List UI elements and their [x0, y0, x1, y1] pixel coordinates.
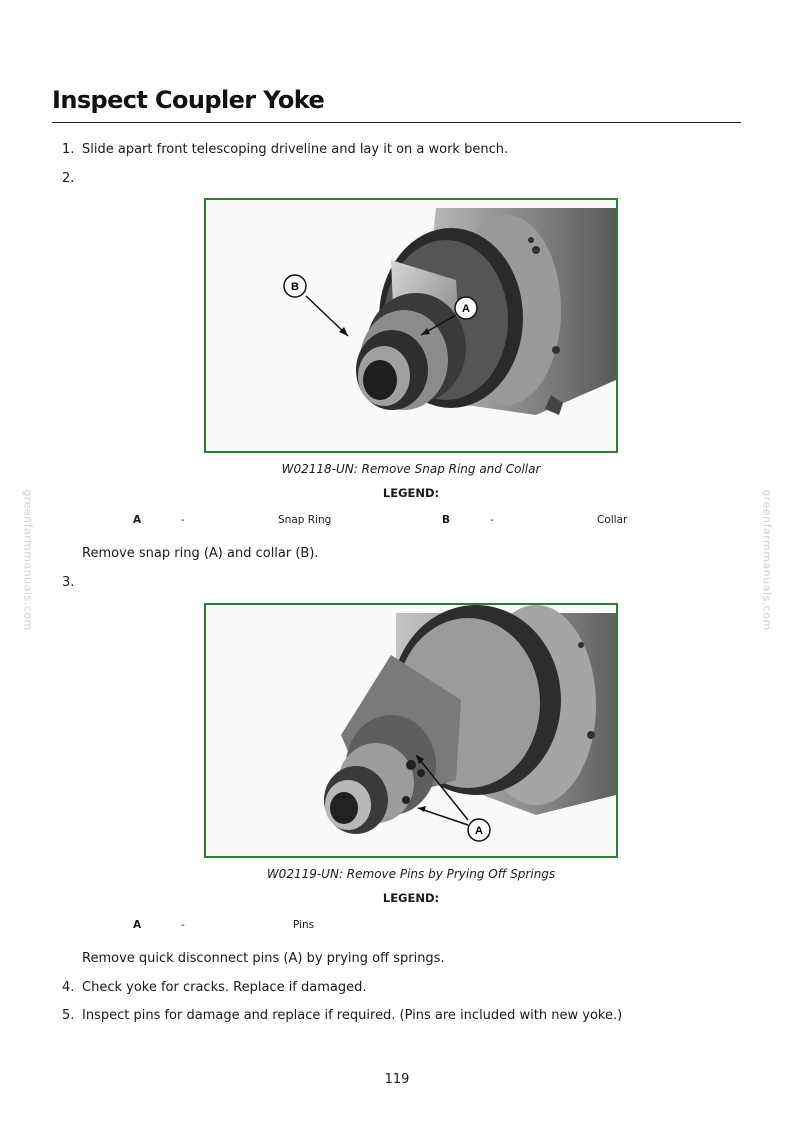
legend-label: Snap Ring — [278, 514, 332, 526]
callout-a-label: A — [475, 825, 483, 837]
step-5: 5. Inspect pins for damage and replace if… — [62, 1007, 622, 1025]
figure-caption: W02119-UN: Remove Pins by Prying Off Spr… — [266, 867, 556, 881]
legend-dash: - — [181, 514, 185, 526]
step-4: 4. Check yoke for cracks. Replace if dama… — [62, 979, 367, 997]
legend-title: LEGEND: — [382, 486, 440, 500]
step-number: 2. — [62, 171, 75, 186]
legend-label: Collar — [597, 514, 628, 526]
step-text: Slide apart front telescoping driveline … — [82, 142, 509, 157]
legend-key: B — [442, 514, 451, 526]
step-instruction: Remove snap ring (A) and collar (B). — [82, 546, 319, 561]
driveline-illustration-2: A — [206, 605, 616, 856]
figure-pins-springs: A — [204, 603, 618, 858]
step-text: Inspect pins for damage and replace if r… — [82, 1008, 623, 1023]
callout-b-label: B — [291, 281, 299, 293]
step-3: 3. — [62, 574, 82, 592]
step-1: 1. Slide apart front telescoping drivelin… — [62, 141, 508, 159]
legend-key: A — [133, 919, 142, 931]
step-instruction: Remove quick disconnect pins (A) by pryi… — [82, 951, 445, 966]
figure-snap-ring-collar: B A — [204, 198, 618, 453]
watermark-right: greenfarmmanuals.com — [760, 489, 774, 631]
legend-dash: - — [490, 514, 494, 526]
callout-a-label: A — [462, 303, 470, 315]
callout-a — [454, 296, 478, 320]
legend-dash: - — [181, 919, 185, 931]
page-number: 119 — [384, 1072, 410, 1087]
step-2: 2. — [62, 170, 82, 188]
step-number: 4. — [62, 980, 75, 995]
step-text: Check yoke for cracks. Replace if damage… — [82, 980, 367, 995]
driveline-illustration-1: B A — [206, 200, 616, 451]
step-number: 5. — [62, 1008, 75, 1023]
legend-title: LEGEND: — [382, 891, 440, 905]
legend-key: A — [133, 514, 142, 526]
step-number: 1. — [62, 142, 75, 157]
title-divider — [52, 122, 741, 123]
callout-a — [467, 818, 491, 842]
legend-label: Pins — [293, 919, 315, 931]
page-title: Inspect Coupler Yoke — [52, 86, 325, 114]
watermark-left: greenfarmmanuals.com — [21, 489, 35, 631]
figure-caption: W02118-UN: Remove Snap Ring and Collar — [281, 462, 541, 476]
step-number: 3. — [62, 575, 75, 590]
callout-b — [283, 274, 307, 298]
